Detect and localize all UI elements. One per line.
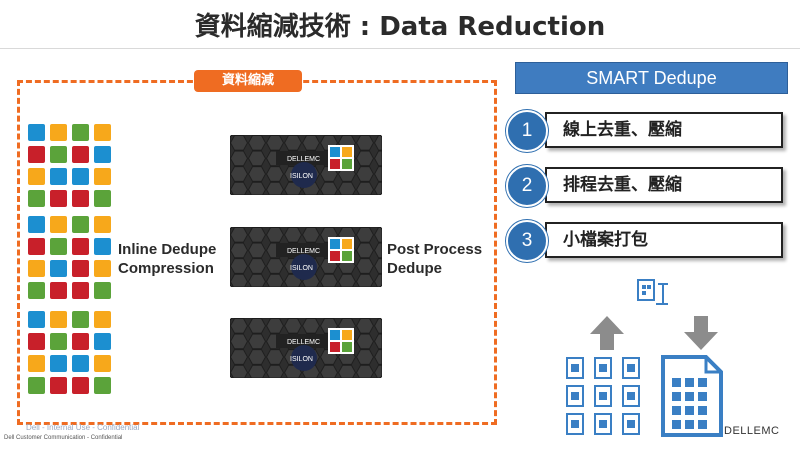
confidential-footer: Dell Customer Communication - Confidenti… xyxy=(4,435,123,441)
step-1-box: 線上去重、壓縮 xyxy=(545,112,783,148)
data-block xyxy=(94,216,111,233)
data-blocks-group-1 xyxy=(28,124,111,207)
data-block xyxy=(28,190,45,207)
step-2-badge: 2 xyxy=(506,165,548,207)
data-block xyxy=(28,168,45,185)
data-block xyxy=(50,216,67,233)
data-block xyxy=(72,238,89,255)
data-block xyxy=(72,146,89,163)
data-block xyxy=(50,190,67,207)
step-1-badge: 1 xyxy=(506,110,548,152)
data-block xyxy=(50,260,67,277)
data-block xyxy=(94,260,111,277)
data-block xyxy=(50,282,67,299)
data-block xyxy=(28,377,45,394)
data-block xyxy=(72,168,89,185)
server-model: ISILON xyxy=(290,173,313,180)
data-block xyxy=(28,216,45,233)
label-line: Post Process xyxy=(387,241,483,258)
data-block xyxy=(50,168,67,185)
small-files-icon xyxy=(566,357,640,435)
data-block xyxy=(50,377,67,394)
data-block xyxy=(50,146,67,163)
data-block xyxy=(50,355,67,372)
data-block xyxy=(72,216,89,233)
data-block xyxy=(28,124,45,141)
isilon-server: DELLEMC ISILON xyxy=(230,318,382,378)
data-block xyxy=(28,311,45,328)
data-block xyxy=(50,238,67,255)
step-2-box: 排程去重、壓縮 xyxy=(545,167,783,203)
data-block xyxy=(94,190,111,207)
packed-file-icon xyxy=(661,355,723,437)
server-model: ISILON xyxy=(290,356,313,363)
data-block xyxy=(94,238,111,255)
label-line: Dedupe xyxy=(387,260,443,277)
inline-dedupe-label: Inline Dedupe Compression xyxy=(118,240,216,278)
data-block xyxy=(50,311,67,328)
server-brand: DELLEMC xyxy=(287,339,320,346)
dellemc-logo: DELLEMC xyxy=(724,425,780,437)
data-block xyxy=(28,333,45,350)
page-title: 資料縮減技術 : Data Reduction xyxy=(194,12,606,42)
label-line: Inline Dedupe xyxy=(118,241,217,258)
isilon-server: DELLEMC ISILON xyxy=(230,135,382,195)
ghost-footer-text: Dell - Internal Use - Confidential xyxy=(26,423,140,432)
data-block xyxy=(28,355,45,372)
data-block xyxy=(72,124,89,141)
data-block xyxy=(72,355,89,372)
server-model: ISILON xyxy=(290,265,313,272)
server-brand: DELLEMC xyxy=(287,156,320,163)
data-block xyxy=(94,282,111,299)
data-block xyxy=(72,190,89,207)
data-block xyxy=(94,146,111,163)
data-block xyxy=(28,238,45,255)
arrow-down-icon xyxy=(684,316,718,350)
data-block xyxy=(72,377,89,394)
data-block xyxy=(50,333,67,350)
isilon-server: DELLEMC ISILON xyxy=(230,227,382,287)
data-block xyxy=(72,333,89,350)
data-block xyxy=(94,355,111,372)
label-line: Compression xyxy=(118,260,214,277)
title-divider xyxy=(0,48,800,49)
data-block xyxy=(72,282,89,299)
data-blocks-group-3 xyxy=(28,311,111,394)
data-blocks-group-2 xyxy=(28,216,111,299)
data-block xyxy=(94,333,111,350)
data-block xyxy=(72,260,89,277)
arrow-up-icon xyxy=(590,316,624,350)
smart-dedupe-header: SMART Dedupe xyxy=(515,62,788,94)
data-block xyxy=(28,282,45,299)
post-process-label: Post Process Dedupe xyxy=(387,240,482,278)
data-block xyxy=(72,311,89,328)
data-block xyxy=(94,377,111,394)
data-block xyxy=(94,311,111,328)
data-block xyxy=(28,260,45,277)
data-block xyxy=(50,124,67,141)
data-block xyxy=(94,168,111,185)
file-packing-icon xyxy=(637,279,668,305)
data-reduction-tag: 資料縮減 xyxy=(194,70,302,92)
step-3-badge: 3 xyxy=(506,220,548,262)
step-3-box: 小檔案打包 xyxy=(545,222,783,258)
data-block xyxy=(28,146,45,163)
data-block xyxy=(94,124,111,141)
server-brand: DELLEMC xyxy=(287,248,320,255)
